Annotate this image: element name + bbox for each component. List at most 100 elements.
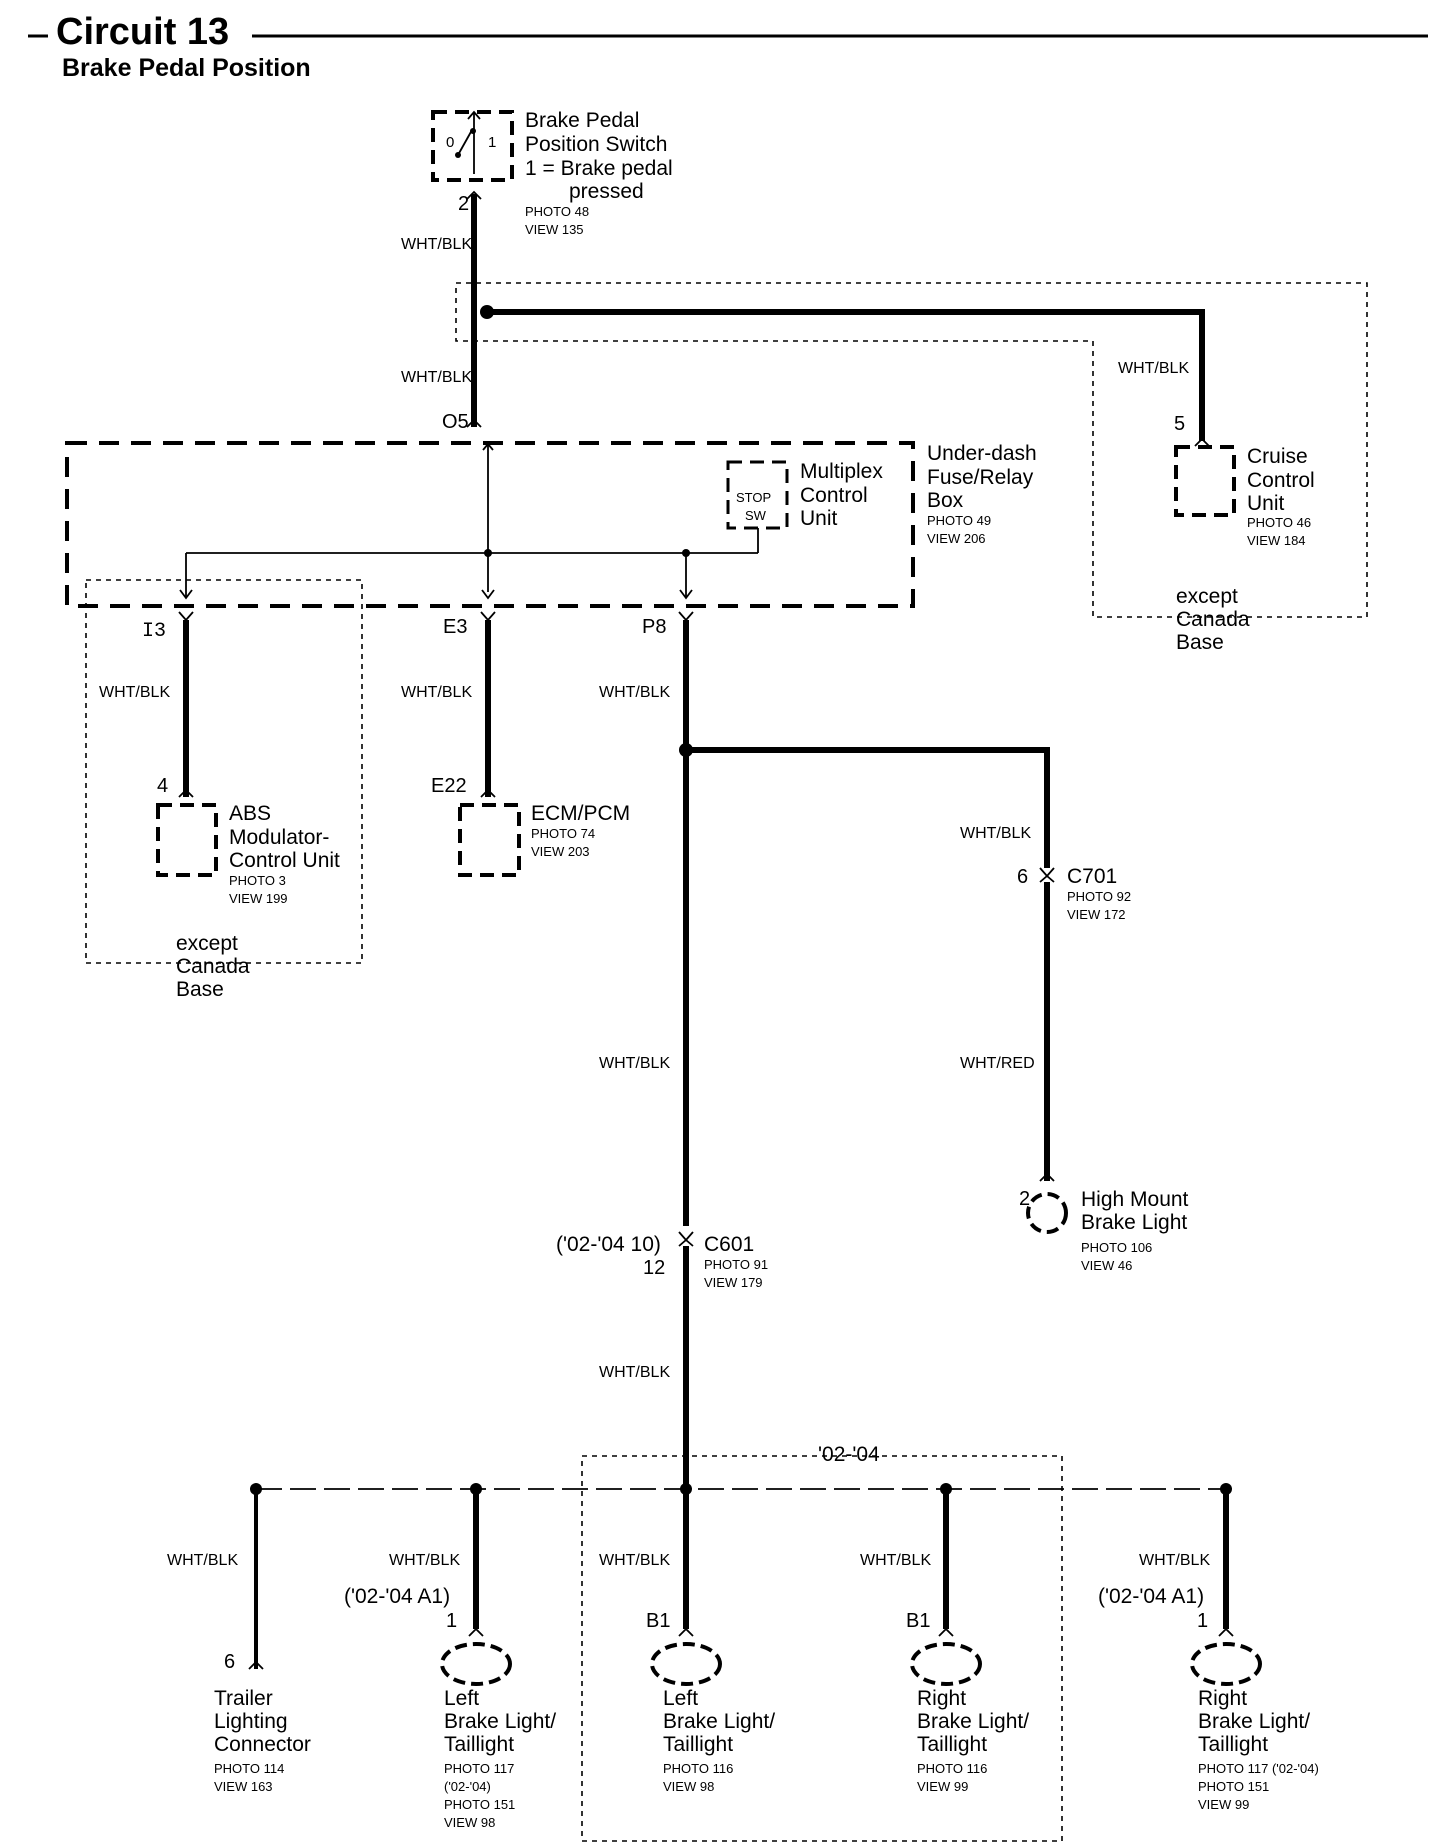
- wire-color-label: WHT/BLK: [401, 684, 472, 701]
- wire-color-label: WHT/BLK: [1118, 360, 1189, 377]
- fuse-box-view: VIEW 206: [927, 531, 986, 546]
- brake-switch-name: pressed: [569, 180, 644, 203]
- left-view: VIEW 98: [663, 1779, 714, 1794]
- abs-photo: PHOTO 3: [229, 873, 286, 888]
- ecm-pin: E22: [431, 775, 467, 797]
- abs-name: Control Unit: [229, 849, 340, 872]
- fuse-pin-o5: O5: [442, 411, 469, 433]
- high-mount-name: High Mount: [1081, 1188, 1189, 1211]
- right-brake-light: B1 Right Brake Light/ Taillight PHOTO 11…: [906, 1610, 1029, 1794]
- wire-labels: WHT/BLK WHT/BLK WHT/BLK WHT/BLK WHT/BLK …: [99, 236, 1210, 1569]
- wire-color-label: WHT/BLK: [401, 369, 472, 386]
- wire-color-label: WHT/BLK: [167, 1552, 238, 1569]
- left-photo: PHOTO 116: [663, 1761, 733, 1776]
- wire-color-label: WHT/BLK: [599, 1055, 670, 1072]
- year-option-box: [581, 1455, 1063, 1842]
- trailer-lighting-connector: 6 Trailer Lighting Connector PHOTO 114 V…: [214, 1651, 311, 1794]
- fuse-pin-p8: P8: [642, 616, 666, 638]
- fuse-box-outline: [65, 441, 915, 608]
- left-alt-pin: 1: [446, 1610, 457, 1632]
- fuse-pin-i3: I3: [142, 620, 166, 643]
- right-brake-light-alt: ('02-'04 A1) 1 Right Brake Light/ Tailli…: [1098, 1585, 1319, 1812]
- c701-name: C701: [1067, 865, 1117, 888]
- left-alt-name: Brake Light/: [444, 1710, 556, 1733]
- fuse-relay-box: O5 Under-dash Fuse/Relay Box PHOTO 49 VI…: [142, 411, 1037, 643]
- wire-color-label: WHT/RED: [960, 1055, 1035, 1072]
- cruise-option-note: except: [1176, 585, 1238, 608]
- switch-pos-0: 0: [446, 134, 454, 151]
- left-alt-info: PHOTO 117: [444, 1761, 514, 1776]
- right-view: VIEW 99: [917, 1779, 968, 1794]
- cruise-option-note: Canada: [1176, 608, 1250, 631]
- left-alt-info: PHOTO 151: [444, 1797, 515, 1812]
- cruise-name: Cruise: [1247, 445, 1308, 468]
- c601-name: C601: [704, 1233, 754, 1256]
- trailer-name: Trailer: [214, 1687, 273, 1710]
- right-alt-alt-pin: ('02-'04 A1): [1098, 1585, 1204, 1608]
- wire-color-label: WHT/BLK: [599, 684, 670, 701]
- right-alt-lamp-icon: [1190, 1642, 1262, 1686]
- multiplex-control-unit: STOP SW Multiplex Control Unit: [726, 460, 883, 530]
- abs-name: ABS: [229, 802, 271, 825]
- high-mount-photo: PHOTO 106: [1081, 1240, 1152, 1255]
- ecm-body: [458, 803, 521, 877]
- cruise-name: Unit: [1247, 492, 1285, 515]
- left-name: Left: [663, 1687, 698, 1710]
- abs-option-note: Base: [176, 978, 224, 1001]
- trailer-name: Connector: [214, 1733, 311, 1756]
- trailer-name: Lighting: [214, 1710, 288, 1733]
- right-alt-name: Right: [1198, 1687, 1247, 1710]
- stop-sw-label: STOP: [736, 490, 771, 505]
- wire-color-label: WHT/BLK: [1139, 1552, 1210, 1569]
- ecm-pcm: E22 ECM/PCM PHOTO 74 VIEW 203: [431, 775, 630, 877]
- brake-switch-photo: PHOTO 48: [525, 204, 589, 219]
- left-alt-info: VIEW 98: [444, 1815, 495, 1830]
- cruise-control-unit: 5 Cruise Control Unit PHOTO 46 VIEW 184 …: [1174, 413, 1315, 654]
- right-name: Right: [917, 1687, 966, 1710]
- wire-color-label: WHT/BLK: [860, 1552, 931, 1569]
- enclosures: [65, 282, 1368, 1842]
- fuse-box-photo: PHOTO 49: [927, 513, 991, 528]
- wire-color-label: WHT/BLK: [401, 236, 472, 253]
- abs-name: Modulator-: [229, 826, 329, 849]
- wire-color-label: WHT/BLK: [99, 684, 170, 701]
- cruise-option-box: [455, 282, 1368, 618]
- c701-photo: PHOTO 92: [1067, 889, 1131, 904]
- brake-switch-view: VIEW 135: [525, 222, 584, 237]
- ecm-name: ECM/PCM: [531, 802, 630, 825]
- right-name: Taillight: [917, 1733, 987, 1756]
- right-alt-name: Brake Light/: [1198, 1710, 1310, 1733]
- multiplex-name: Unit: [800, 507, 838, 530]
- right-alt-pin: 1: [1197, 1610, 1208, 1632]
- wire-color-label: WHT/BLK: [960, 825, 1031, 842]
- wire-color-label: WHT/BLK: [389, 1552, 460, 1569]
- right-photo: PHOTO 116: [917, 1761, 987, 1776]
- trailer-pin: 6: [224, 1651, 235, 1673]
- cruise-photo: PHOTO 46: [1247, 515, 1311, 530]
- wire-color-label: WHT/BLK: [599, 1364, 670, 1381]
- left-name: Taillight: [663, 1733, 733, 1756]
- cruise-option-note: Base: [1176, 631, 1224, 654]
- wire-color-label: WHT/BLK: [599, 1552, 670, 1569]
- ecm-view: VIEW 203: [531, 844, 590, 859]
- abs-modulator: 4 ABS Modulator- Control Unit PHOTO 3 VI…: [156, 775, 340, 1001]
- high-mount-brake-light: 2 High Mount Brake Light PHOTO 106 VIEW …: [1019, 1188, 1189, 1273]
- left-alt-lamp-icon: [440, 1642, 512, 1686]
- right-alt-info: PHOTO 151: [1198, 1779, 1269, 1794]
- cruise-name: Control: [1247, 469, 1315, 492]
- stop-sw-label: SW: [745, 508, 767, 523]
- brake-switch-name: Position Switch: [525, 133, 667, 156]
- wires: [178, 190, 1234, 1670]
- connector-c701: 6 C701 PHOTO 92 VIEW 172: [1017, 865, 1131, 922]
- brake-switch-name: 1 = Brake pedal: [525, 157, 673, 180]
- high-mount-lamp-icon: [1026, 1192, 1068, 1234]
- left-brake-light-alt: ('02-'04 A1) 1 Left Brake Light/ Taillig…: [344, 1585, 556, 1830]
- header: Circuit 13 Brake Pedal Position: [28, 11, 1428, 82]
- c601-pin: 12: [643, 1257, 665, 1279]
- c601-photo: PHOTO 91: [704, 1257, 768, 1272]
- left-alt-name: Taillight: [444, 1733, 514, 1756]
- abs-option-note: except: [176, 932, 238, 955]
- circuit-subtitle: Brake Pedal Position: [62, 54, 311, 82]
- left-name: Brake Light/: [663, 1710, 775, 1733]
